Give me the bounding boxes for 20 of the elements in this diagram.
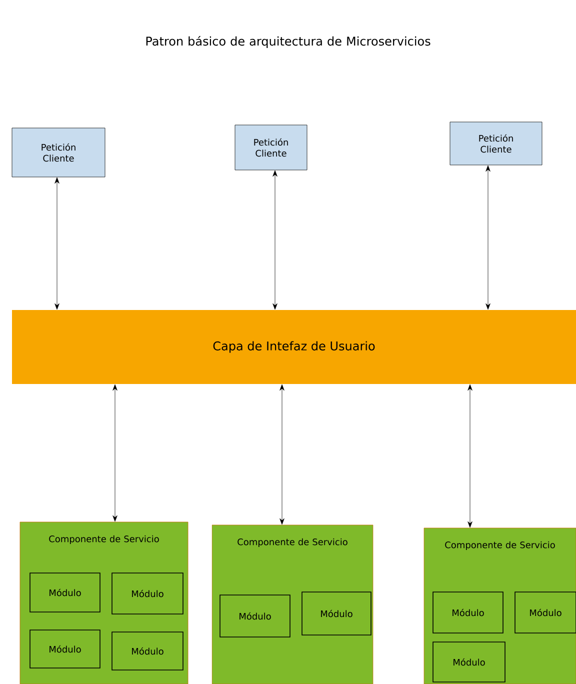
request-box: Petición Cliente xyxy=(450,122,542,166)
arrow xyxy=(486,165,490,310)
arrow xyxy=(54,177,60,310)
module-box: Módulo xyxy=(220,594,290,638)
module-box: Módulo xyxy=(112,572,184,614)
module-box: Módulo xyxy=(302,592,372,636)
arrow xyxy=(280,384,284,525)
title: Patron básico de arquitectura de Microservicios xyxy=(146,36,430,48)
module-box: Módulo xyxy=(30,630,100,668)
module-box: Módulo xyxy=(432,592,504,634)
layer-bar: Capa de Intefaz de Usuario xyxy=(12,310,576,384)
module-box: Módulo xyxy=(514,592,576,634)
request-box: Petición Cliente xyxy=(12,128,106,178)
module-box: Módulo xyxy=(30,572,100,612)
request-box: Petición Cliente xyxy=(234,124,308,170)
module-box: Módulo xyxy=(432,642,506,682)
arrow xyxy=(272,170,278,310)
arrow xyxy=(468,384,472,528)
arrow xyxy=(112,384,118,522)
module-box: Módulo xyxy=(112,632,184,670)
